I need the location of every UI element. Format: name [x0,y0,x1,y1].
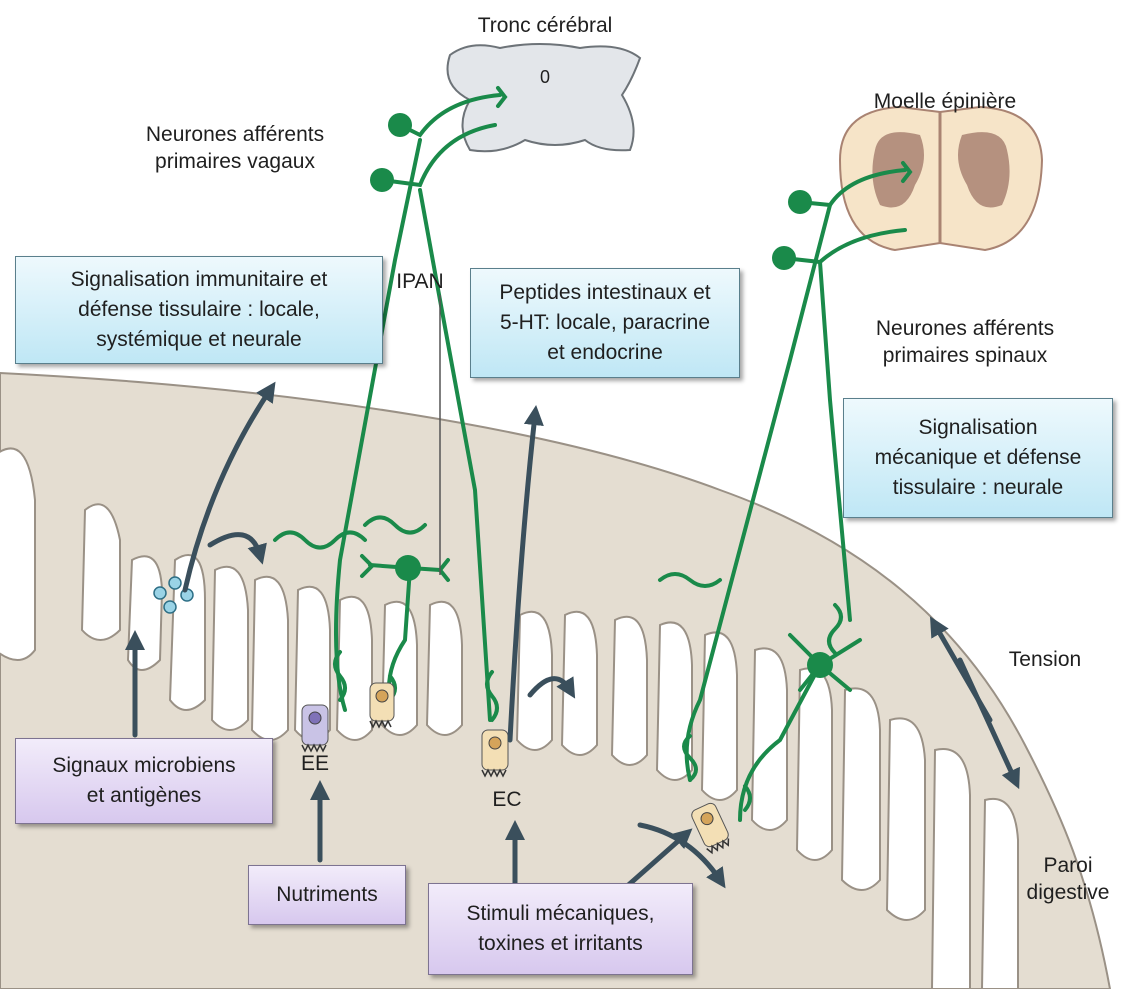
spinal-neurons-label: Neurones afférents primaires spinaux [845,315,1085,369]
ee-cell [302,705,328,751]
immun-line-2: défense tissulaire : locale, [16,295,382,325]
meca-line-2: mécanique et défense [844,443,1112,473]
ipan-label: IPAN [385,268,455,295]
spinal-cord-label: Moelle épinière [860,88,1030,115]
brainstem-mark: 0 [530,64,560,91]
immun-line-1: Signalisation immunitaire et [16,265,382,295]
spinal-line-2: primaires spinaux [845,342,1085,369]
box-nutrients: Nutriments [248,865,406,925]
box-immune-signaling: Signalisation immunitaire et défense tis… [15,256,383,364]
gut-wall-label: Paroi digestive [1018,852,1118,906]
brainstem-label: Tronc cérébral [470,12,620,39]
spinal-line-1: Neurones afférents [845,315,1085,342]
paroi-line-1: Paroi [1018,852,1118,879]
stimuli-line-1: Stimuli mécaniques, [429,899,692,929]
peptides-line-2: 5-HT: locale, paracrine [471,308,739,338]
vagal-line-1: Neurones afférents [110,121,360,148]
tension-label: Tension [995,646,1095,673]
box-stimuli: Stimuli mécaniques, toxines et irritants [428,883,693,975]
peptides-line-1: Peptides intestinaux et [471,278,739,308]
ee-label: EE [290,750,340,777]
nutriments-line-1: Nutriments [249,880,405,910]
box-microbial-signals: Signaux microbiens et antigènes [15,738,273,824]
microbiens-line-2: et antigènes [16,781,272,811]
stimuli-line-2: toxines et irritants [429,929,692,959]
paroi-line-2: digestive [1018,879,1118,906]
meca-line-1: Signalisation [844,413,1112,443]
immun-line-3: systémique et neurale [16,325,382,355]
box-mechanical-signaling: Signalisation mécanique et défense tissu… [843,398,1113,518]
microbiens-line-1: Signaux microbiens [16,751,272,781]
vagal-line-2: primaires vagaux [110,148,360,175]
peptides-line-3: et endocrine [471,338,739,368]
box-peptides: Peptides intestinaux et 5-HT: locale, pa… [470,268,740,378]
vagal-neurons-label: Neurones afférents primaires vagaux [110,121,360,175]
ec-label: EC [482,786,532,813]
meca-line-3: tissulaire : neurale [844,473,1112,503]
